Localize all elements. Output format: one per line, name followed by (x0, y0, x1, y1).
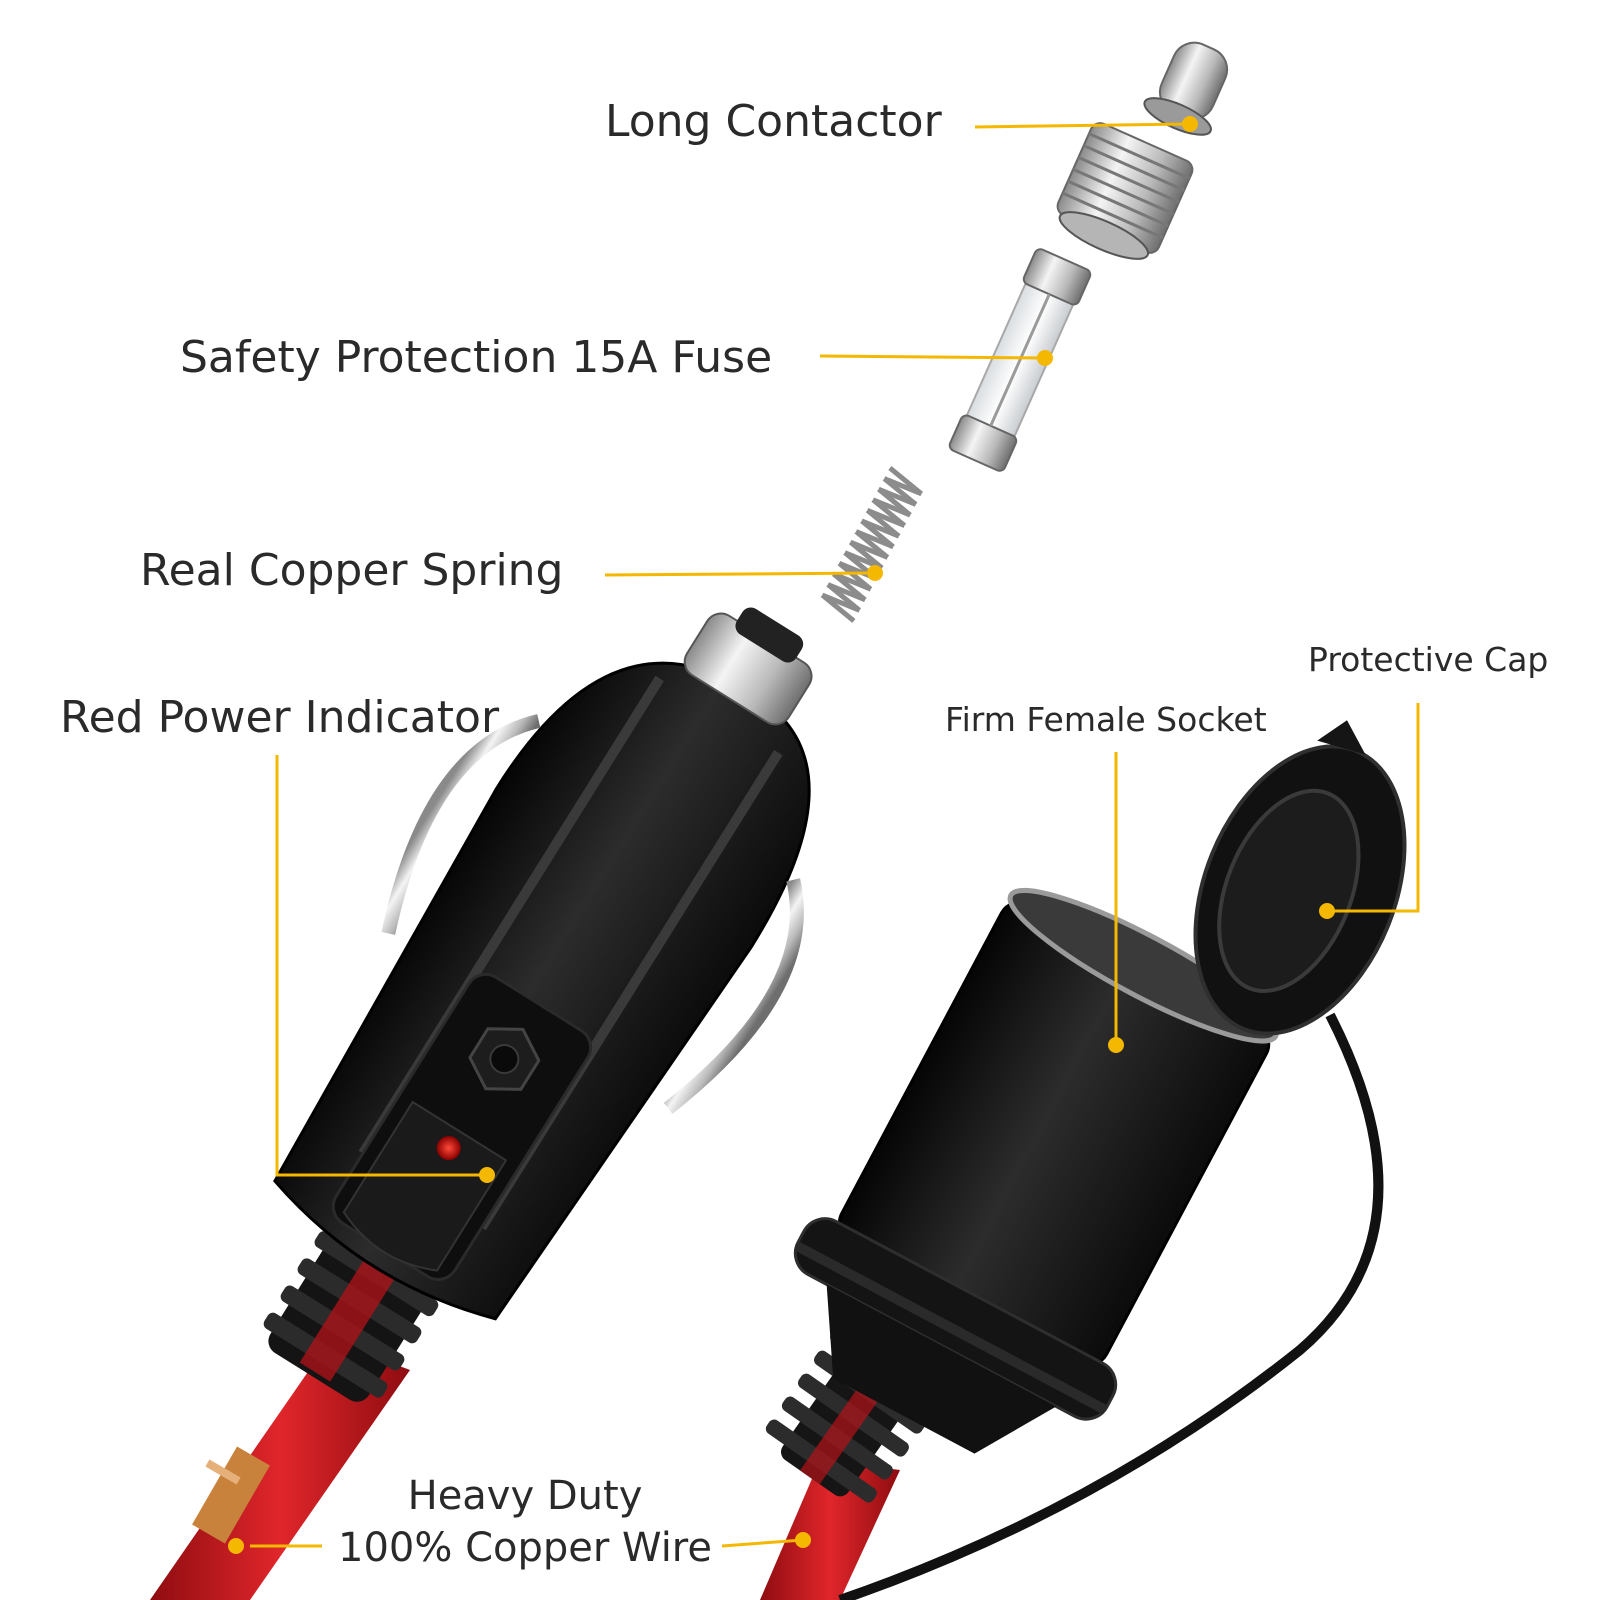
protective-cap-part (1193, 720, 1407, 1036)
callout-label-wire-line1: Heavy Duty (407, 1473, 643, 1519)
callout-label-socket: Firm Female Socket (945, 700, 1267, 739)
callout-line-long-contactor (974, 122, 1191, 129)
spring-part (820, 466, 924, 623)
callout-lines (250, 122, 1420, 1548)
callout-line-wire-right (721, 1538, 804, 1548)
callout-line-cap (1327, 703, 1420, 913)
red-power-indicator-led (436, 1136, 461, 1161)
callout-label-cap: Protective Cap (1308, 640, 1549, 679)
callout-label-fuse: Safety Protection 15A Fuse (180, 332, 773, 383)
callout-line-indicator (275, 755, 487, 1177)
callout-line-spring (604, 571, 876, 577)
threaded-tip-part (1056, 122, 1194, 260)
plug-body (273, 607, 813, 1321)
callout-line-fuse (819, 354, 1046, 360)
callout-label-wire-line2: 100% Copper Wire (338, 1525, 712, 1571)
callout-label-long-contactor: Long Contactor (605, 96, 942, 147)
callout-dots (228, 116, 1335, 1554)
fuse-part (948, 248, 1092, 472)
callout-label-wire: Heavy Duty 100% Copper Wire (330, 1470, 720, 1574)
plug-cable (150, 1340, 410, 1600)
callout-label-spring: Real Copper Spring (140, 545, 564, 596)
female-socket-body (793, 888, 1279, 1454)
callout-label-indicator: Red Power Indicator (60, 692, 500, 743)
